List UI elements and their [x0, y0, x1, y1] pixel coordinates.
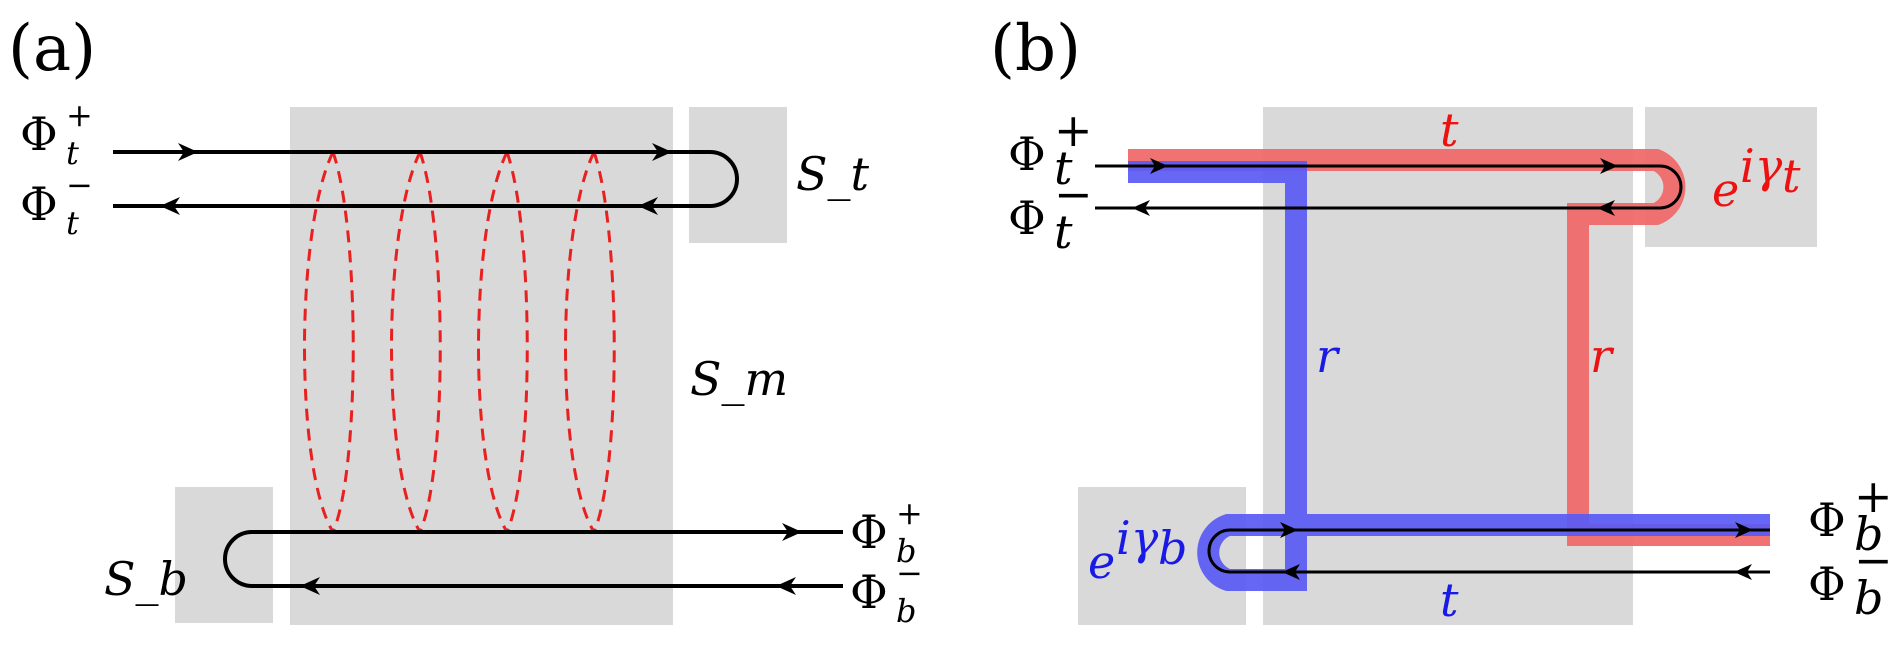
svg-text:Φ: Φ [20, 177, 58, 231]
flux-bottom-in-a: Φ − b [850, 554, 923, 630]
channel-lines-a [113, 150, 843, 588]
flux-bottom-out-a: Φ + b [850, 494, 923, 570]
svg-text:e: e [1712, 163, 1739, 217]
svg-text:Φ: Φ [1008, 191, 1046, 245]
arrows-b [1132, 158, 1753, 580]
arrows-a [160, 143, 802, 595]
svg-text:t: t [66, 134, 79, 172]
svg-text:t: t [66, 204, 79, 242]
svg-text:t: t [1054, 205, 1073, 259]
label-s-b: S_b [104, 552, 188, 606]
red-r-label: r [1590, 329, 1615, 383]
panel-a-label: (a) [8, 12, 96, 86]
svg-text:S_t: S_t [796, 147, 870, 201]
svg-text:−: − [1854, 533, 1893, 587]
svg-text:S_m: S_m [690, 352, 788, 406]
svg-text:Φ: Φ [850, 565, 888, 619]
svg-text:e: e [1088, 535, 1115, 589]
svg-text:iγ: iγ [1116, 511, 1159, 565]
svg-text:S_b: S_b [104, 552, 188, 606]
dashed-loops [303, 151, 616, 533]
label-s-t: S_t [796, 147, 870, 201]
svg-text:−: − [896, 554, 923, 592]
flux-bottom-out-b: Φ + b [1808, 469, 1893, 561]
svg-text:Φ: Φ [20, 107, 58, 161]
middle-scatterer-box-a [290, 107, 673, 625]
svg-text:t: t [1054, 141, 1073, 195]
svg-text:Φ: Φ [1808, 493, 1846, 547]
flux-top-in-b: Φ + t [1008, 103, 1093, 195]
svg-text:b: b [1854, 507, 1883, 561]
flux-top-out-a: Φ − t [20, 166, 93, 242]
red-phase-label: e iγ t [1712, 139, 1801, 217]
svg-text:b: b [896, 592, 916, 630]
svg-text:iγ: iγ [1740, 139, 1783, 193]
blue-phase-label: e iγ b [1088, 511, 1187, 589]
svg-text:t: t [1782, 149, 1801, 203]
flux-top-out-b: Φ − t [1008, 167, 1093, 259]
svg-text:+: + [1054, 103, 1093, 157]
svg-text:+: + [896, 494, 923, 532]
svg-text:−: − [66, 166, 93, 204]
label-s-m: S_m [690, 352, 788, 406]
svg-text:Φ: Φ [1808, 557, 1846, 611]
red-t-label: t [1440, 103, 1459, 157]
svg-text:b: b [1158, 521, 1187, 575]
svg-text:Φ: Φ [1008, 127, 1046, 181]
blue-t-label: t [1440, 573, 1459, 627]
channel-lines-b [1095, 164, 1770, 574]
blue-r-label: r [1316, 329, 1341, 383]
red-path [1128, 149, 1770, 546]
svg-text:b: b [896, 532, 916, 570]
flux-bottom-in-b: Φ − b [1808, 533, 1893, 625]
svg-text:b: b [1854, 571, 1883, 625]
svg-text:−: − [1054, 167, 1093, 221]
flux-top-in-a: Φ + t [20, 96, 93, 172]
panel-b-label: (b) [990, 12, 1081, 86]
svg-text:Φ: Φ [850, 505, 888, 559]
svg-text:+: + [1854, 469, 1893, 523]
svg-text:+: + [66, 96, 93, 134]
